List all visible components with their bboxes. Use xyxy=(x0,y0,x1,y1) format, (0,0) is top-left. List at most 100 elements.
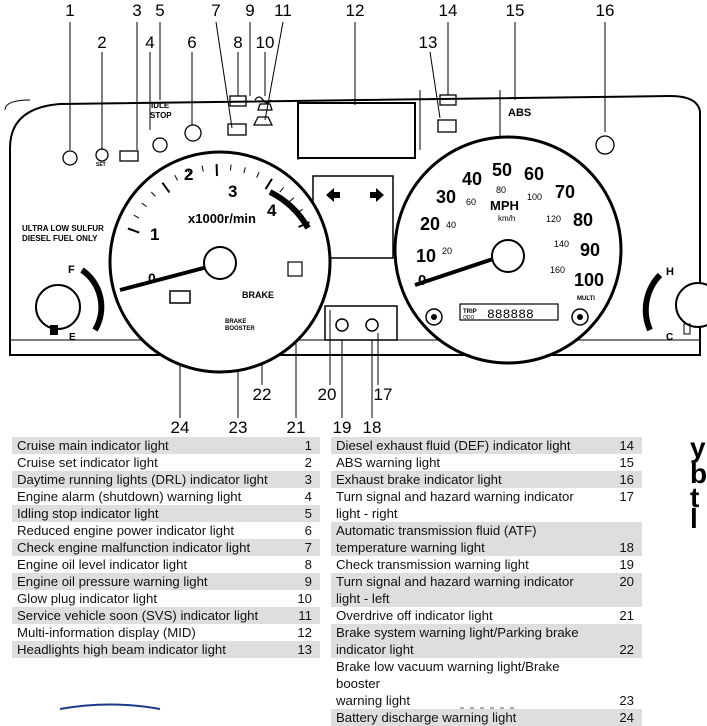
abs-label: ABS xyxy=(508,107,531,119)
callout-5: 5 xyxy=(155,1,164,20)
speed-tick-40: 40 xyxy=(462,169,482,189)
callout-17: 17 xyxy=(374,385,393,404)
callout-21: 21 xyxy=(287,418,306,437)
check-transmission-icon xyxy=(336,319,348,331)
stop-label: STOP xyxy=(150,111,172,120)
legend-label: Headlights high beam indicator light xyxy=(12,641,278,658)
legend-label: Engine oil pressure warning light xyxy=(12,573,278,590)
legend-label: Daytime running lights (DRL) indicator l… xyxy=(12,471,278,488)
tach-tick-0: 0 xyxy=(148,270,156,286)
speed-tick-80: 80 xyxy=(573,210,593,230)
callout-4: 4 xyxy=(145,33,154,52)
callout-12: 12 xyxy=(346,1,365,20)
legend-number: 18 xyxy=(600,522,642,556)
legend-label: Service vehicle soon (SVS) indicator lig… xyxy=(12,607,278,624)
legend-label: Exhaust brake indicator light xyxy=(331,471,600,488)
fuel-pump-icon xyxy=(50,325,58,335)
def-icon xyxy=(440,95,456,105)
legend-table-right: Diesel exhaust fluid (DEF) indicator lig… xyxy=(331,437,642,726)
legend-number: 11 xyxy=(278,607,320,624)
legend-number: 6 xyxy=(278,522,320,539)
legend-label: Diesel exhaust fluid (DEF) indicator lig… xyxy=(331,437,600,454)
legend-label: Overdrive off indicator light xyxy=(331,607,600,624)
tach-tick-mark xyxy=(230,165,231,171)
check-engine-icon xyxy=(228,124,246,135)
idle-label: IDLE xyxy=(151,101,170,110)
callout-14: 14 xyxy=(439,1,458,20)
legend-label: Brake system warning light/Parking brake… xyxy=(331,624,600,658)
kmh-tick-40: 40 xyxy=(446,220,456,230)
right-turn-arrow-icon xyxy=(370,188,384,202)
legend-label: Engine alarm (shutdown) warning light xyxy=(12,488,278,505)
speed-tick-100: 100 xyxy=(574,270,604,290)
legend-label: Multi-information display (MID) xyxy=(12,624,278,641)
callout-22: 22 xyxy=(253,385,272,404)
cruise-set-icon xyxy=(96,149,108,161)
atf-temperature-icon xyxy=(366,319,378,331)
legend-number: 20 xyxy=(600,573,642,607)
kmh-tick-120: 120 xyxy=(546,214,561,224)
legend-number: 22 xyxy=(600,624,642,658)
callout-8: 8 xyxy=(233,33,242,52)
speedometer: 0 10 20 30 40 50 60 70 80 90 100 20 40 6… xyxy=(395,137,621,363)
tach-tick-1: 1 xyxy=(150,225,159,244)
kmh-tick-80: 80 xyxy=(496,185,506,195)
tach-tick-4: 4 xyxy=(267,201,277,220)
kmh-tick-100: 100 xyxy=(527,192,542,202)
legend-number: 16 xyxy=(600,471,642,488)
callout-18: 18 xyxy=(363,418,382,437)
speed-tick-90: 90 xyxy=(580,240,600,260)
kmh-tick-160: 160 xyxy=(550,265,565,275)
legend-number: 13 xyxy=(278,641,320,658)
legend-number: 8 xyxy=(278,556,320,573)
legend-number: 9 xyxy=(278,573,320,590)
kmh-tick-140: 140 xyxy=(554,239,569,249)
legend-number: 14 xyxy=(600,437,642,454)
legend-row-22: Brake system warning light/Parking brake… xyxy=(331,624,642,658)
legend-label: Cruise set indicator light xyxy=(12,454,278,471)
odometer-value: 888888 xyxy=(487,307,534,322)
reduced-power-icon xyxy=(185,125,201,141)
callout-2: 2 xyxy=(97,33,106,52)
legend-row-11: Service vehicle soon (SVS) indicator lig… xyxy=(12,607,320,624)
speed-tick-50: 50 xyxy=(492,160,512,180)
legend-row-20: Turn signal and hazard warning indicator… xyxy=(331,573,642,607)
legend-label: Engine oil level indicator light xyxy=(12,556,278,573)
callout-11: 11 xyxy=(274,1,292,20)
fuel-full-label: F xyxy=(68,264,75,276)
speed-tick-20: 20 xyxy=(420,214,440,234)
legend-row-18: Automatic transmission fluid (ATF)temper… xyxy=(331,522,642,556)
legend-number: 2 xyxy=(278,454,320,471)
callout-19: 19 xyxy=(333,418,352,437)
callout-23: 23 xyxy=(229,418,248,437)
temp-cold-label: C xyxy=(666,332,673,343)
callout-9: 9 xyxy=(245,1,254,20)
callout-1: 1 xyxy=(65,1,74,20)
multi-label: MULTI xyxy=(577,296,595,302)
legend-label: Battery discharge warning light xyxy=(331,709,600,726)
legend-row-14: Diesel exhaust fluid (DEF) indicator lig… xyxy=(331,437,642,454)
oil-pressure-icon xyxy=(254,117,272,125)
tach-unit-label: x1000r/min xyxy=(188,211,256,226)
footer-decoration xyxy=(0,700,700,709)
legend-number: 7 xyxy=(278,539,320,556)
legend-label: Turn signal and hazard warning indicator… xyxy=(331,488,600,522)
engine-alarm-icon xyxy=(153,138,167,152)
legend-label: ABS warning light xyxy=(331,454,600,471)
svs-icon xyxy=(258,104,272,110)
set-label: SET xyxy=(96,162,106,168)
legend-row-3: Daytime running lights (DRL) indicator l… xyxy=(12,471,320,488)
legend-number: 1 xyxy=(278,437,320,454)
fuel-notice-line-2: DIESEL FUEL ONLY xyxy=(22,234,98,243)
tach-tick-2: 2 xyxy=(184,165,193,184)
